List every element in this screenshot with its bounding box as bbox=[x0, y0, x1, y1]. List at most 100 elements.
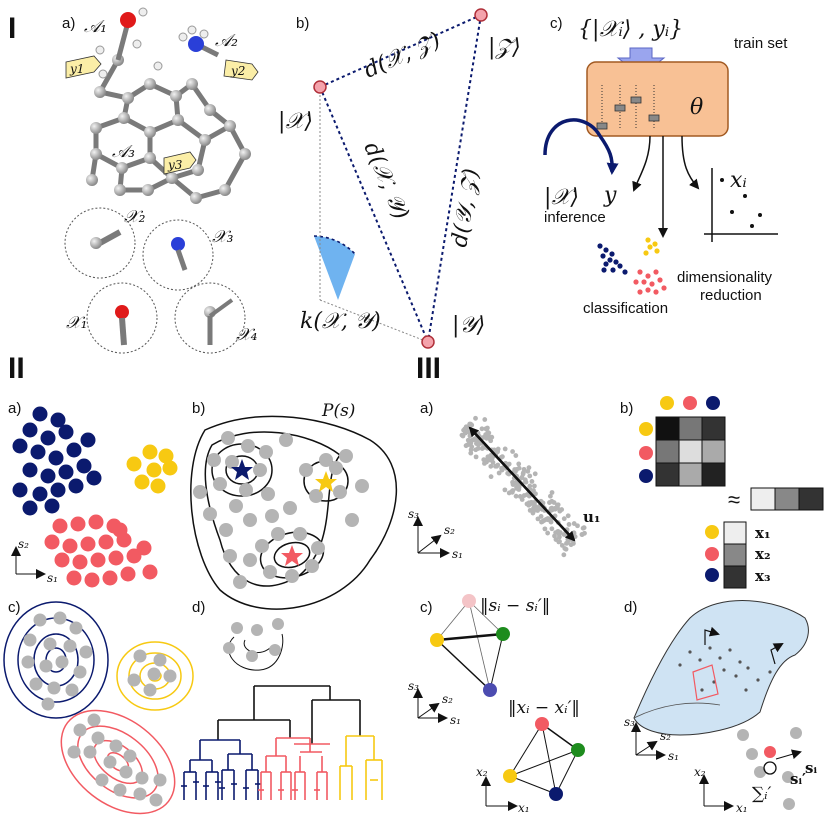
mode-star-yellow bbox=[315, 471, 337, 492]
pca-point bbox=[552, 533, 557, 539]
gmm-point bbox=[29, 677, 43, 691]
pca-point bbox=[565, 540, 570, 545]
pca-point bbox=[519, 497, 525, 502]
pca-point bbox=[545, 530, 551, 536]
density-point bbox=[319, 453, 333, 467]
cluster-point bbox=[30, 444, 46, 460]
class-point bbox=[645, 273, 651, 279]
IIa-s2: s₂ bbox=[18, 537, 29, 551]
pca-point bbox=[485, 425, 490, 431]
IIId-sum: ∑ᵢ′ bbox=[752, 784, 772, 804]
mode-star-red bbox=[281, 545, 303, 566]
cluster-point bbox=[72, 554, 88, 570]
manifold-point bbox=[708, 646, 712, 650]
IIIa-s1: s₁ bbox=[452, 547, 463, 561]
edge-XZ bbox=[319, 14, 482, 88]
density-point bbox=[241, 439, 255, 453]
cluster-point bbox=[112, 522, 128, 538]
gmm-point bbox=[153, 653, 167, 667]
gmm-point bbox=[143, 683, 157, 697]
pca-point bbox=[566, 522, 572, 527]
IIIc-s3: s₃ bbox=[408, 679, 419, 693]
gmm-point bbox=[109, 739, 123, 753]
dendrogram bbox=[181, 685, 383, 800]
pca-point bbox=[532, 471, 538, 477]
cluster-point bbox=[76, 458, 92, 474]
class-point bbox=[609, 251, 615, 257]
class-point bbox=[643, 250, 649, 256]
density-point bbox=[253, 463, 267, 477]
pca-point bbox=[482, 460, 487, 466]
gmm-point bbox=[103, 755, 117, 769]
dimred-xi: xᵢ bbox=[730, 168, 747, 193]
section-I-label: I bbox=[8, 12, 16, 45]
density-point bbox=[285, 569, 299, 583]
panel-III-c: c) ‖sᵢ − sᵢ′‖ s₃ s₂ s₁ ‖xᵢ − xᵢ′‖ bbox=[408, 594, 585, 815]
lle-neighbours bbox=[737, 727, 802, 810]
feat-x3: x₃ bbox=[755, 567, 771, 585]
model-sliders bbox=[596, 85, 660, 130]
pca-point bbox=[487, 457, 492, 463]
pca-point bbox=[467, 421, 473, 427]
cluster-point bbox=[126, 548, 142, 564]
cluster-point bbox=[134, 474, 150, 490]
section-III-label: III bbox=[416, 352, 441, 385]
pca-point bbox=[545, 516, 551, 521]
cluster-point bbox=[80, 536, 96, 552]
pca-point bbox=[485, 432, 491, 438]
density-label: P(s) bbox=[321, 401, 355, 421]
kernel-cell bbox=[701, 416, 726, 441]
pca-point bbox=[523, 479, 528, 485]
cluster-point bbox=[54, 552, 70, 568]
density-point bbox=[225, 455, 239, 469]
pca-point bbox=[509, 489, 514, 495]
model-box[interactable] bbox=[586, 61, 729, 137]
pca-point bbox=[464, 425, 470, 430]
pca-point bbox=[549, 498, 555, 504]
pca-u1: u₁ bbox=[583, 508, 600, 526]
pca-point bbox=[530, 510, 536, 516]
gmm-point bbox=[87, 713, 101, 727]
cluster-point bbox=[88, 514, 104, 530]
inference-label: inference bbox=[544, 209, 606, 226]
manifold-point bbox=[718, 656, 722, 660]
cluster-point bbox=[12, 482, 28, 498]
gmm-point bbox=[119, 765, 133, 779]
pca-point bbox=[465, 437, 471, 443]
gmm-point bbox=[73, 665, 87, 679]
cluster-point bbox=[22, 500, 38, 516]
feature-col-cell bbox=[723, 543, 747, 567]
class-point bbox=[641, 279, 647, 285]
dimred-label-1: dimensionality bbox=[677, 269, 773, 286]
pca-point bbox=[527, 483, 533, 489]
cluster-point bbox=[136, 540, 152, 556]
pca-point bbox=[561, 552, 567, 558]
feature-col-cell bbox=[723, 565, 747, 589]
gmm-point bbox=[135, 771, 149, 785]
tangent-frame-1 bbox=[704, 626, 720, 645]
cluster-point bbox=[58, 464, 74, 480]
pca-point bbox=[548, 519, 554, 525]
pca-point bbox=[512, 467, 518, 472]
gmm-point bbox=[39, 659, 53, 673]
panel-I-c-label: c) bbox=[550, 15, 563, 32]
class-point bbox=[653, 269, 659, 275]
pca-point bbox=[513, 453, 519, 458]
class-point bbox=[633, 279, 639, 285]
cluster-point bbox=[90, 552, 106, 568]
class-point bbox=[637, 269, 643, 275]
cluster-point bbox=[52, 518, 68, 534]
panel-III-c-label: c) bbox=[420, 599, 433, 616]
class-point bbox=[600, 253, 606, 259]
IIId-x1: x₁ bbox=[736, 801, 748, 815]
IIIc-x2: x₂ bbox=[476, 765, 488, 779]
cluster-point bbox=[12, 438, 28, 454]
gmm-point bbox=[63, 639, 77, 653]
density-point bbox=[265, 509, 279, 523]
cluster-point bbox=[32, 486, 48, 502]
pca-point bbox=[535, 508, 541, 513]
cluster-point bbox=[22, 462, 38, 478]
label-X3: 𝒳₃ bbox=[212, 227, 234, 247]
density-point bbox=[193, 485, 207, 499]
manifold-point bbox=[768, 670, 772, 674]
